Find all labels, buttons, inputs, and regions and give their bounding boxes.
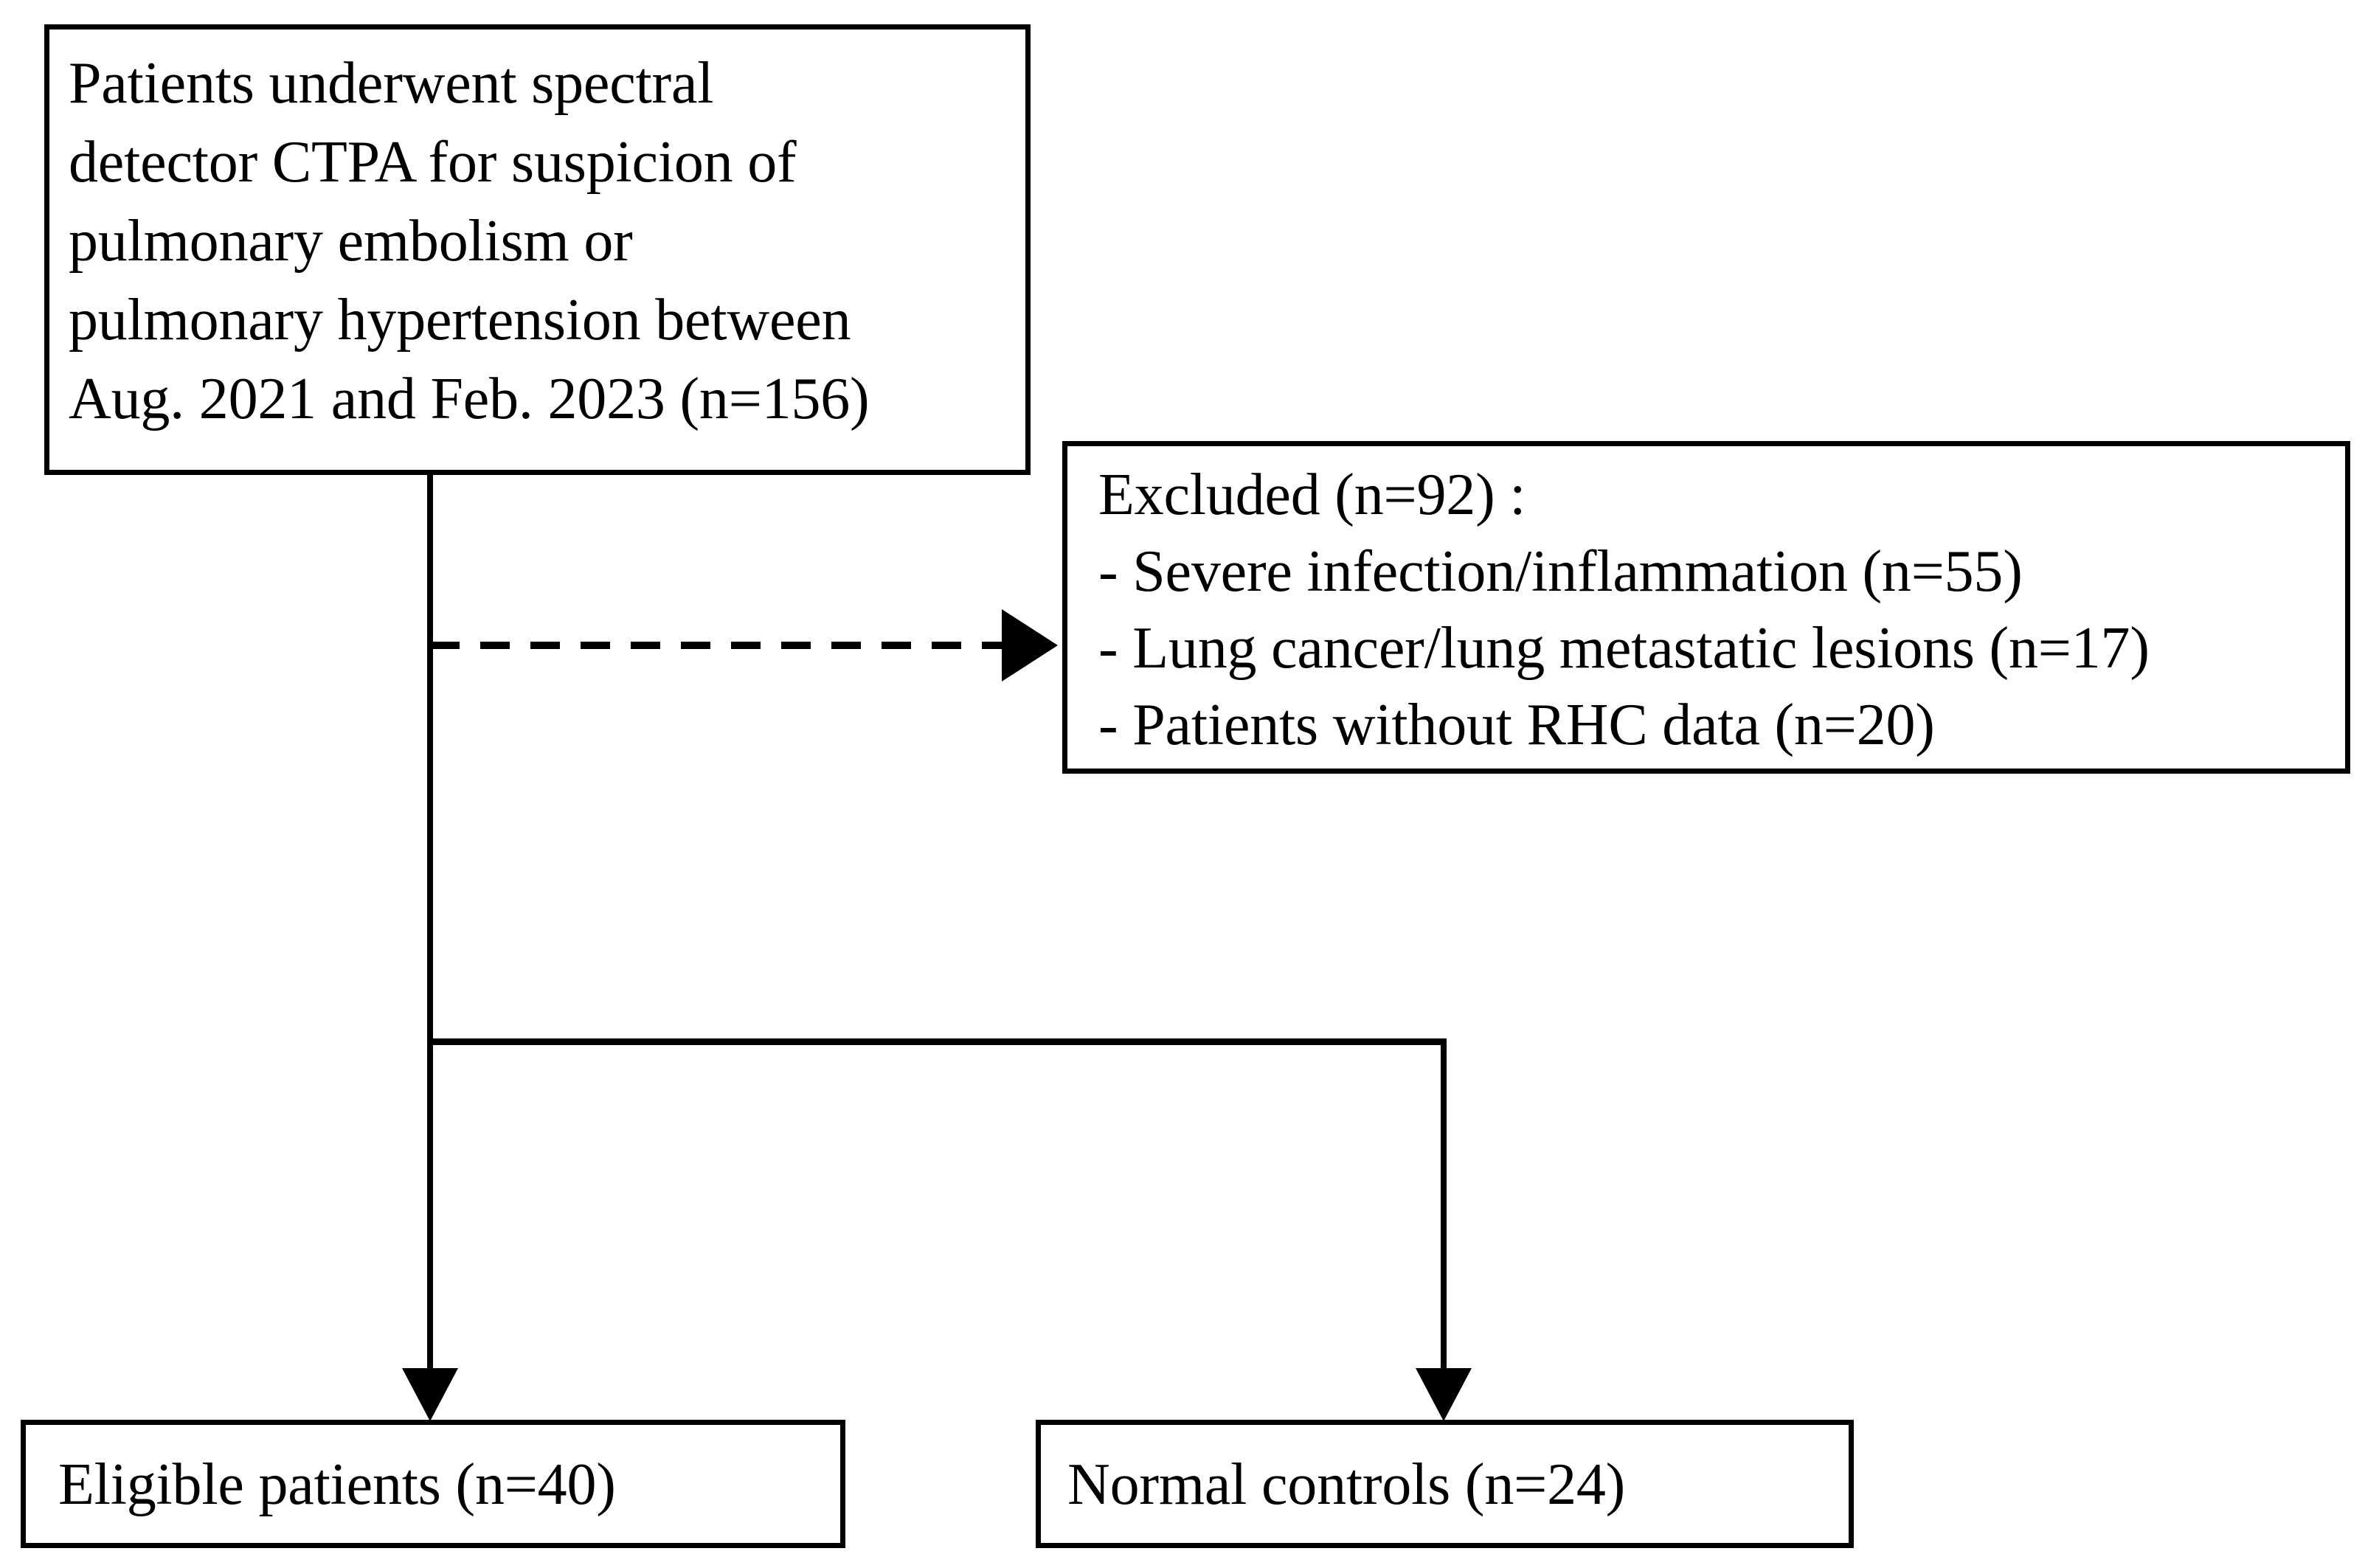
node-excluded-text: Excluded (n=92) : - Severe infection/inf… <box>1098 462 2150 757</box>
arrowhead-down-icon-eligible <box>402 1368 458 1421</box>
connector-branch-right <box>1441 1038 1447 1370</box>
connector-trunk-line <box>427 472 433 1044</box>
node-screened-patients: Patients underwent spectral detector CTP… <box>44 24 1031 475</box>
node-eligible-patients: Eligible patients (n=40) <box>21 1420 845 1548</box>
node-screened-patients-text: Patients underwent spectral detector CTP… <box>69 51 870 431</box>
arrowhead-right-icon <box>1002 609 1058 681</box>
connector-split-bar <box>427 1038 1447 1045</box>
node-normal-controls-text: Normal controls (n=24) <box>1067 1452 1626 1517</box>
node-normal-controls: Normal controls (n=24) <box>1036 1420 1854 1548</box>
arrowhead-down-icon-controls <box>1416 1368 1472 1421</box>
connector-branch-left <box>427 1038 433 1370</box>
connector-exclusion-dashed-line <box>430 642 1013 649</box>
node-eligible-patients-text: Eligible patients (n=40) <box>58 1452 616 1517</box>
node-excluded: Excluded (n=92) : - Severe infection/inf… <box>1062 441 2350 774</box>
